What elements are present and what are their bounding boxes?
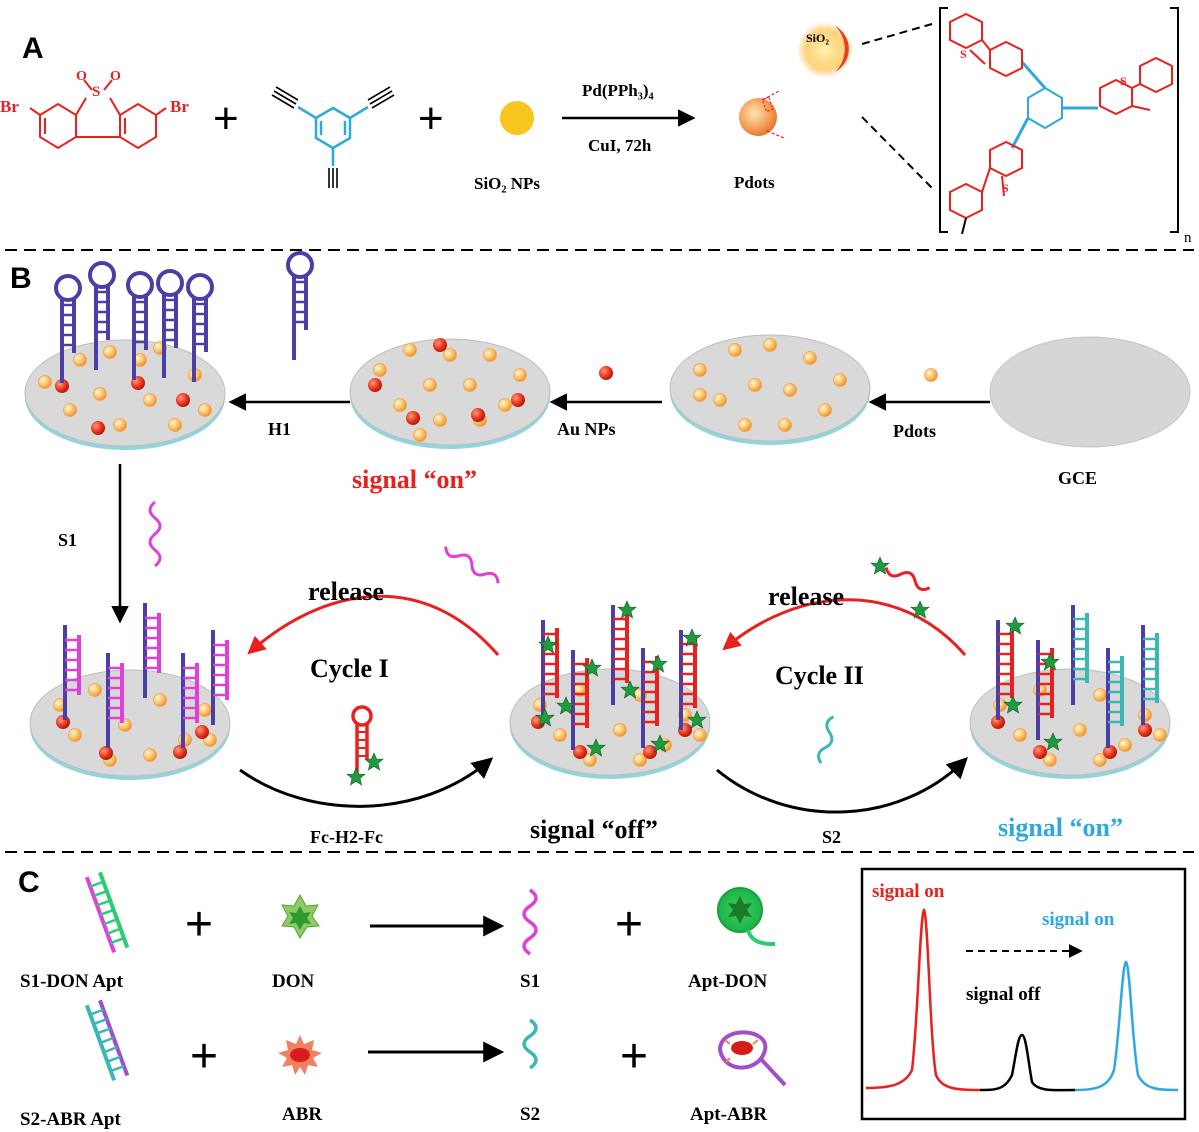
electrode-signal-on-blue xyxy=(969,603,1171,780)
signal-on-red: signal “on” xyxy=(352,465,477,494)
s1-product-label: S1 xyxy=(520,971,540,992)
release-label-1: release xyxy=(308,577,384,606)
s1-strand xyxy=(148,500,162,568)
polymer-structure xyxy=(949,12,1173,235)
abr-label: ABR xyxy=(282,1104,322,1125)
electrode-pdots xyxy=(669,334,871,446)
plus-sign: + xyxy=(615,898,643,951)
don-label: DON xyxy=(272,971,315,992)
pdots-label: Pdots xyxy=(734,173,775,192)
panel-label-c: C xyxy=(18,866,40,899)
signal-inset: signal on signal on signal off xyxy=(860,867,1187,1121)
cycle-2-label: Cycle II xyxy=(775,661,864,690)
panel-label-a: A xyxy=(22,32,44,65)
apt-abr-label: Apt-ABR xyxy=(690,1104,767,1125)
electrode-h1 xyxy=(24,261,226,451)
zoom-box xyxy=(761,96,774,113)
panel-b: B H1 Au NPs signal xyxy=(10,251,1191,847)
s2-product-strand xyxy=(522,1018,538,1070)
plus-sign: + xyxy=(190,1030,218,1083)
electrode-signal-off xyxy=(509,600,711,780)
sulfonyl-o-right: O xyxy=(110,69,121,84)
plus-sign: + xyxy=(620,1030,648,1083)
catalyst-label: Pd(PPh₃)₄ xyxy=(582,81,654,100)
dibromo-monomer xyxy=(29,79,167,150)
au-np xyxy=(599,366,613,380)
s2-label: S2 xyxy=(822,827,841,847)
don-molecule xyxy=(281,893,320,939)
released-red-strand xyxy=(884,567,931,591)
br-right: Br xyxy=(170,97,189,116)
panel-c: C S1-DON Apt + DON S1 + Apt-DON xyxy=(18,866,1187,1130)
conditions-label: CuI, 72h xyxy=(588,136,652,155)
apt-don-label: Apt-DON xyxy=(688,971,767,992)
apt-abr-complex xyxy=(717,1030,787,1087)
plus-sign: + xyxy=(418,94,444,143)
cycle-1-release-arc xyxy=(247,594,500,656)
sio2-nanoparticle xyxy=(500,101,534,135)
electrode-gce xyxy=(989,336,1191,448)
s1-product-strand xyxy=(522,888,538,956)
pdots-label-b: Pdots xyxy=(893,421,936,441)
cycle-1-forward-arc xyxy=(239,757,494,808)
sulfonyl-s: S xyxy=(92,84,100,100)
fc-h2-fc-label: Fc-H2-Fc xyxy=(310,827,383,847)
s2-strand xyxy=(817,715,835,764)
trace-signal-on-red xyxy=(865,907,981,1092)
released-s1 xyxy=(444,546,500,584)
polymer-bracket xyxy=(939,7,1179,233)
gce-label: GCE xyxy=(1058,468,1097,488)
release-label-2: release xyxy=(768,582,844,611)
fc-h2-fc-hairpin xyxy=(351,705,373,775)
sio2-nps-label: SiO₂ NPs xyxy=(474,174,540,193)
signal-on-blue: signal “on” xyxy=(998,813,1123,842)
repeat-n: n xyxy=(1184,230,1192,246)
inset-signal-on-blue: signal on xyxy=(1042,909,1115,930)
polymer-s-2: S xyxy=(1120,74,1127,88)
polymer-s-3: S xyxy=(1002,181,1009,195)
electrode-aunps xyxy=(349,338,551,450)
panel-a: A Br Br S O O + xyxy=(0,7,1192,246)
abr-molecule xyxy=(278,1035,322,1075)
apt-don-complex xyxy=(717,887,776,947)
s2-abr-apt-label: S2-ABR Apt xyxy=(20,1109,121,1130)
shell-label: SiO₂ xyxy=(806,31,829,45)
zoom-dash-top xyxy=(861,23,933,45)
signal-off-label: signal “off” xyxy=(530,815,658,844)
alkyne-bonds xyxy=(271,86,395,188)
sulfonyl-o-left: O xyxy=(76,69,87,84)
trace-signal-off xyxy=(979,1033,1076,1092)
s1-label: S1 xyxy=(58,530,77,550)
s1-don-apt-label: S1-DON Apt xyxy=(20,971,124,992)
trace-signal-on-blue xyxy=(1074,960,1179,1092)
pdot-particle xyxy=(739,98,777,136)
cycle-2-forward-arc xyxy=(716,757,968,814)
panel-label-b: B xyxy=(10,262,32,295)
pdot-single xyxy=(924,368,938,382)
s2-abr-apt-duplex xyxy=(84,999,130,1082)
plus-sign: + xyxy=(185,898,213,951)
shell-glow xyxy=(797,22,853,78)
inset-signal-on-red: signal on xyxy=(872,881,945,902)
electrode-s1 xyxy=(29,601,231,781)
polymer-s-1: S xyxy=(960,47,967,61)
zoom-dash-bottom xyxy=(861,116,933,189)
h1-hairpin xyxy=(286,251,314,362)
plus-sign: + xyxy=(213,94,239,143)
au-nps-label: Au NPs xyxy=(557,419,616,439)
inset-signal-off: signal off xyxy=(966,984,1041,1005)
polymer-shell xyxy=(835,26,849,72)
cycle-2-release-arc xyxy=(722,598,967,656)
triethynylbenzene xyxy=(297,105,369,166)
br-left: Br xyxy=(0,97,19,116)
h1-label: H1 xyxy=(268,419,291,439)
s2-product-label: S2 xyxy=(520,1104,540,1125)
zoom-lines xyxy=(762,90,785,139)
cycle-1-label: Cycle I xyxy=(310,654,389,683)
s1-don-apt-duplex xyxy=(84,871,130,954)
